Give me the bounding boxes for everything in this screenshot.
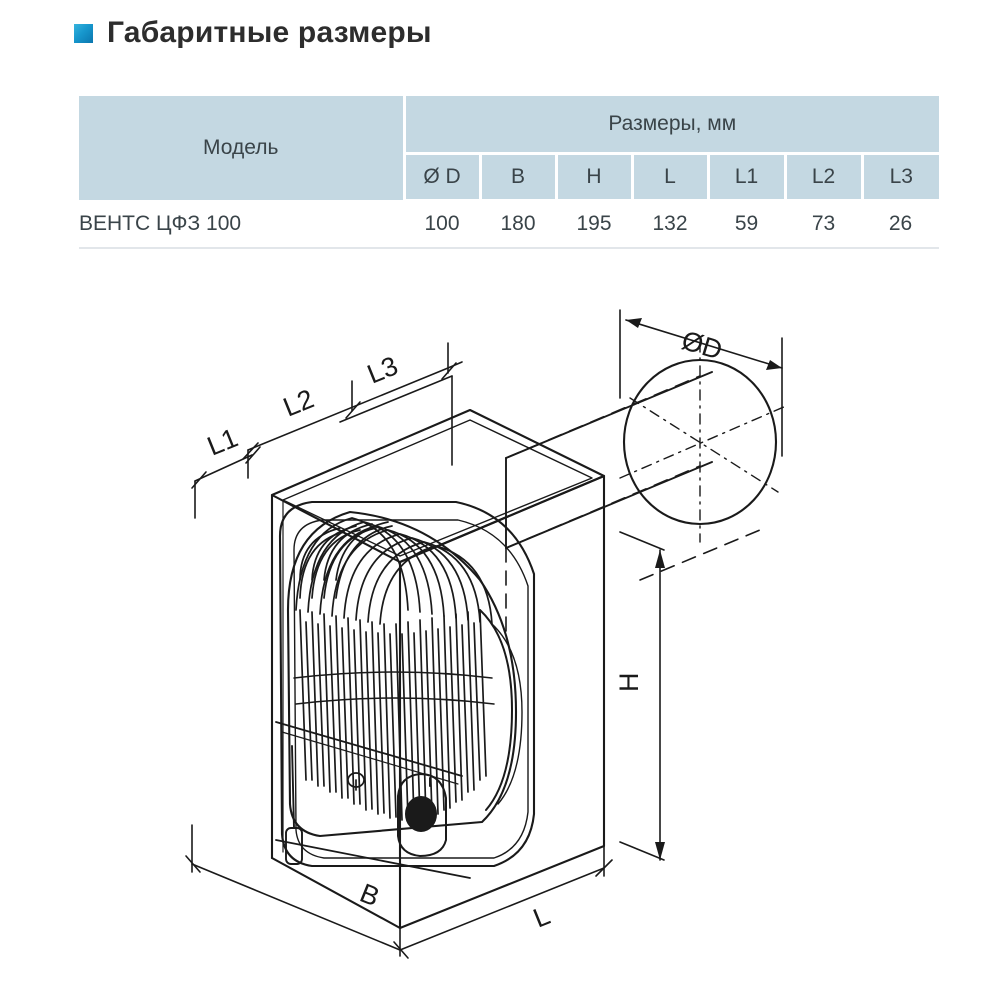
fan-body xyxy=(270,408,606,930)
grille-blades xyxy=(293,517,523,821)
cell-l3: 26 xyxy=(862,200,940,249)
dimension-label-diameter: ØD xyxy=(678,325,726,366)
cell-l1: 59 xyxy=(708,200,785,249)
dimension-label-l3: L3 xyxy=(363,350,402,389)
dimension-label-width: B xyxy=(356,878,384,913)
cell-h: 195 xyxy=(556,200,632,249)
page-title-text: Габаритные размеры xyxy=(107,16,432,49)
column-header-diameter-d: Ø D xyxy=(402,153,480,202)
fan-isometric-drawing: L1 L2 L3 ØD H B L xyxy=(185,309,787,959)
dimension-line-height xyxy=(603,529,665,861)
table-header-row-group: Модель Размеры, мм xyxy=(79,96,940,200)
indicator-hole xyxy=(347,772,365,791)
column-header-b: B xyxy=(478,153,556,202)
dimension-lines-bottom xyxy=(185,824,613,959)
square-bullet-icon xyxy=(74,23,93,43)
dimension-line-diameter xyxy=(619,309,783,457)
column-header-dimensions-group: Размеры, мм xyxy=(402,96,940,155)
cell-l: 132 xyxy=(632,200,708,249)
technical-drawing: L1 L2 L3 ØD H B L xyxy=(0,280,1000,1000)
grille-frame xyxy=(286,510,518,838)
cell-diameter-d: 100 xyxy=(404,200,480,249)
dimension-label-length: L xyxy=(529,900,554,933)
rotary-knob xyxy=(397,773,447,857)
dimension-lines-top xyxy=(191,342,463,519)
dimensions-table: Модель Размеры, мм Ø D B H L L1 L2 L3 ВЕ… xyxy=(79,96,940,249)
column-header-l3: L3 xyxy=(860,153,940,202)
column-header-l2: L2 xyxy=(783,153,862,202)
page-title: Габаритные размеры xyxy=(74,16,432,50)
column-header-l: L xyxy=(630,153,708,202)
dimension-label-l1: L1 xyxy=(203,422,242,461)
pull-cord xyxy=(285,745,303,865)
circle-centerlines xyxy=(619,341,787,543)
table-row: ВЕНТС ЦФЗ 100 100 180 195 132 59 73 26 xyxy=(79,200,940,249)
dimension-label-l2: L2 xyxy=(279,383,318,422)
dimension-label-height: H xyxy=(614,673,644,693)
column-header-model: Модель xyxy=(79,96,404,200)
column-header-l1: L1 xyxy=(706,153,785,202)
cell-l2: 73 xyxy=(785,200,862,249)
construction-lines-dashed xyxy=(505,375,761,641)
cell-b: 180 xyxy=(480,200,556,249)
table-header-row-sub: Ø D B H L L1 L2 L3 xyxy=(79,153,940,202)
column-header-h: H xyxy=(554,153,632,202)
cell-model: ВЕНТС ЦФЗ 100 xyxy=(79,200,404,249)
